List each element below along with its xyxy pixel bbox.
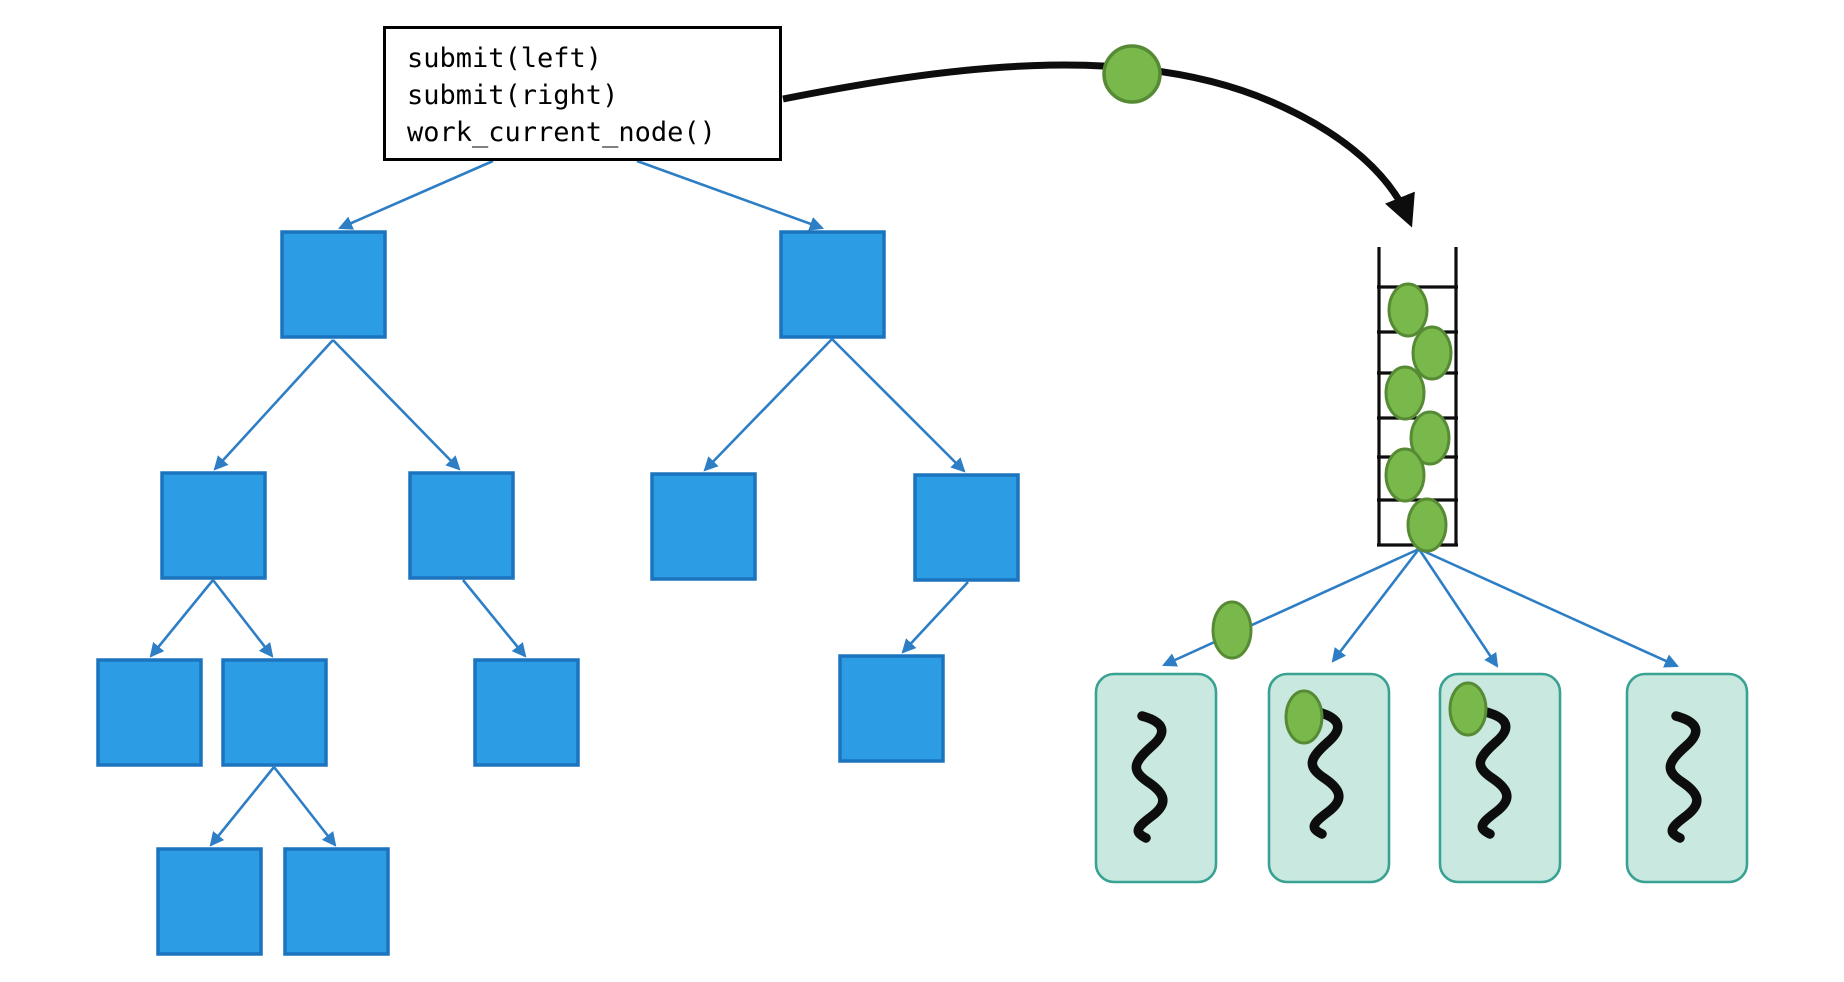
worker-thread-squiggle [1307,707,1344,839]
tree-node-root-left [280,230,387,339]
worker-thread-squiggle [1665,711,1702,843]
code-line-work-current-node: work_current_node() [407,117,716,148]
worker-held-task-token [1284,689,1324,745]
code-line-submit-left: submit(left) [407,43,603,74]
queue-to-worker-arrow [1417,548,1499,668]
queue-to-worker-arrow [1162,547,1420,667]
code-to-queue-curve-arrow [782,61,1415,228]
worker-thread-squiggle [1131,711,1168,843]
task-token-on-curve [1102,44,1162,104]
tree-edge-arrow [149,579,215,658]
tree-edge-arrow [636,159,825,231]
tree-node-root-right [779,230,886,339]
tree-edge-arrow [831,338,966,473]
tree-node-l4-right [283,847,390,956]
queued-task-token [1387,282,1429,338]
worker-held-task-token [1448,681,1488,737]
tree-node-l4-left [156,847,263,956]
tree-edge-arrow [901,581,969,654]
in-flight-task-token [1211,600,1253,660]
queued-task-token [1409,410,1451,466]
tree-node-l2-b [408,471,515,580]
queued-task-token [1406,497,1448,553]
worker-box [1625,672,1749,884]
tree-edge-arrow [213,339,334,471]
tree-edge-arrow [338,159,494,230]
queue-to-worker-arrow [1331,548,1421,663]
queued-task-token [1384,447,1426,503]
tree-node-l3-a-right [221,658,328,767]
queue-to-worker-arrow [1418,547,1679,668]
tree-edge-arrow [703,338,833,472]
worker-box [1094,672,1218,884]
queued-task-token [1384,365,1426,421]
tree-edge-arrow [272,766,337,847]
tree-edge-arrow [209,766,276,847]
tree-node-l3-a-left [96,658,203,767]
tree-edge-arrow [332,339,461,471]
code-box: submit(left) submit(right) work_current_… [383,26,782,161]
code-line-submit-right: submit(right) [407,80,619,111]
tree-node-l2-a [160,471,267,580]
tree-node-l3-d-left [838,654,945,763]
queued-task-token [1411,325,1453,381]
tree-edge-arrow [461,579,527,658]
tree-edge-arrow [211,579,274,658]
tree-node-l2-d [913,473,1020,582]
worker-thread-squiggle [1475,707,1512,839]
tree-node-l2-c [650,472,757,581]
tree-node-l3-b-right [473,658,580,767]
